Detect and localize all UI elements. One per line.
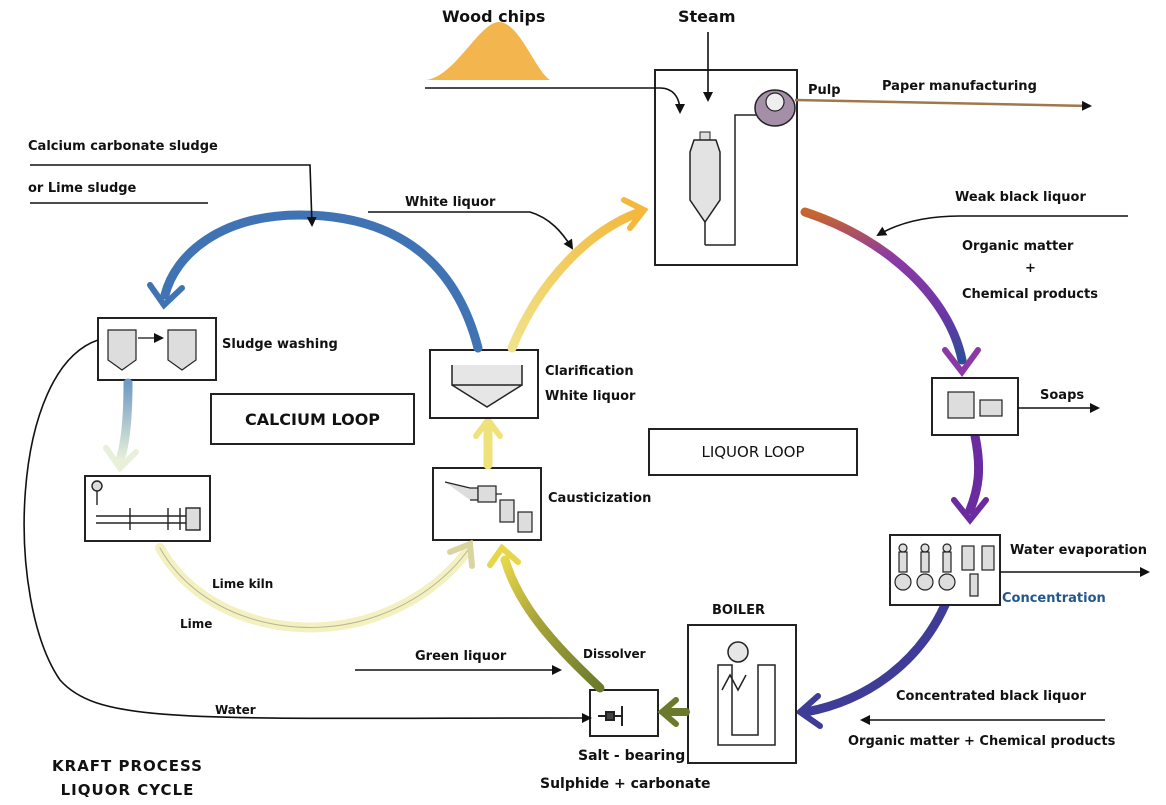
liquor-loop-upper-head bbox=[942, 347, 981, 378]
calcium-loop-blue-head bbox=[147, 282, 185, 310]
wood-chips-pile bbox=[425, 21, 550, 80]
pulp-label: Pulp bbox=[808, 83, 841, 98]
plus-label: + bbox=[1025, 261, 1036, 276]
soap-tank-icon bbox=[947, 391, 975, 419]
causticizer-icon bbox=[444, 481, 533, 533]
sludge-to-kiln-arrow bbox=[115, 378, 133, 465]
kiln-to-causticization-head bbox=[447, 539, 475, 569]
washer-tanks-icon bbox=[107, 329, 197, 371]
white-liquor-input-arrow bbox=[368, 211, 574, 250]
soap-tank-small-icon bbox=[979, 399, 1003, 417]
paper-manufacturing-label: Paper manufacturing bbox=[882, 79, 1037, 94]
concentrated-black-liquor-label: Concentrated black liquor bbox=[896, 689, 1086, 704]
liquor-loop-upper-arrow bbox=[800, 207, 967, 365]
water-label: Water bbox=[215, 703, 256, 717]
calcium-loop-box: CALCIUM LOOP bbox=[210, 393, 415, 445]
liquor-loop-middle-arrow bbox=[965, 431, 984, 515]
dissolver-icon bbox=[598, 706, 623, 726]
sulphide-carbonate-label: Sulphide + carbonate bbox=[540, 776, 711, 792]
steam-label: Steam bbox=[678, 7, 736, 26]
boiler-to-dissolver-head bbox=[657, 697, 679, 727]
concentration-label: Concentration bbox=[1002, 591, 1106, 606]
dissolver-to-causticization-arrow bbox=[500, 555, 605, 693]
soaps-box bbox=[931, 377, 1019, 436]
wood-chips-label: Wood chips bbox=[442, 7, 546, 26]
causticization-label: Causticization bbox=[548, 491, 652, 506]
white-liquor-label: White liquor bbox=[405, 195, 496, 210]
kiln-icon bbox=[91, 480, 201, 531]
title-line-1: KRAFT PROCESS bbox=[52, 757, 203, 775]
causticization-to-clarification-head bbox=[473, 415, 503, 439]
sludge-washing-label: Sludge washing bbox=[222, 337, 338, 352]
liquor-loop-label: LIQUOR LOOP bbox=[701, 443, 805, 461]
chemical-products-label: Chemical products bbox=[962, 287, 1098, 302]
kiln-to-causticization-arrow bbox=[155, 543, 473, 633]
dissolver-label: Dissolver bbox=[583, 647, 646, 661]
soaps-label: Soaps bbox=[1040, 388, 1085, 403]
clarification-label: Clarification bbox=[545, 364, 634, 379]
water-line-arrow bbox=[23, 339, 592, 724]
calcium-sludge-arrow bbox=[30, 164, 317, 227]
lime-label: Lime bbox=[180, 617, 213, 631]
evaporator-icons bbox=[894, 543, 995, 597]
clarifier-icon bbox=[451, 365, 523, 408]
diagram-title: KRAFT PROCESS LIQUOR CYCLE bbox=[30, 754, 225, 802]
paper-manufacturing-arrow bbox=[794, 98, 1092, 111]
digester-vessel-icon bbox=[689, 114, 760, 246]
organic-matter-label: Organic matter bbox=[962, 239, 1074, 254]
wood-chips-arrow bbox=[425, 87, 685, 114]
sludge-to-kiln-head bbox=[103, 445, 139, 473]
white-liquor-loop-arrow bbox=[507, 207, 645, 353]
liquor-loop-lower-arrow bbox=[801, 600, 950, 717]
title-line-2: LIQUOR CYCLE bbox=[60, 781, 195, 799]
liquor-loop-box: LIQUOR LOOP bbox=[648, 428, 858, 476]
kiln-arrow-outline bbox=[159, 547, 469, 628]
white-liquor-loop-head bbox=[621, 197, 649, 231]
calcium-loop-label: CALCIUM LOOP bbox=[244, 409, 381, 429]
calcium-loop-blue-arrow bbox=[160, 210, 483, 353]
calcium-sludge-label-2: or Lime sludge bbox=[28, 181, 137, 196]
dissolver-to-causticization-head bbox=[487, 543, 521, 568]
boiler-furnace-icon bbox=[717, 641, 776, 746]
organic-chemical-products-label: Organic matter + Chemical products bbox=[848, 734, 1116, 749]
boiler-label: BOILER bbox=[712, 603, 765, 618]
calcium-sludge-label-1: Calcium carbonate sludge bbox=[28, 139, 218, 154]
dissolver-box bbox=[589, 689, 659, 737]
weak-black-liquor-label: Weak black liquor bbox=[955, 190, 1086, 205]
pulp-drum-icon bbox=[754, 89, 796, 127]
liquor-loop-lower-head bbox=[795, 693, 823, 729]
weak-black-liquor-arrow bbox=[876, 215, 1128, 237]
liquor-loop-middle-head bbox=[951, 497, 989, 525]
clarification-sub-label: White liquor bbox=[545, 389, 636, 404]
water-evaporation-label: Water evaporation bbox=[1010, 543, 1147, 558]
green-liquor-label: Green liquor bbox=[415, 649, 507, 664]
lime-kiln-label: Lime kiln bbox=[212, 577, 274, 591]
salt-bearing-label: Salt - bearing bbox=[578, 748, 686, 764]
